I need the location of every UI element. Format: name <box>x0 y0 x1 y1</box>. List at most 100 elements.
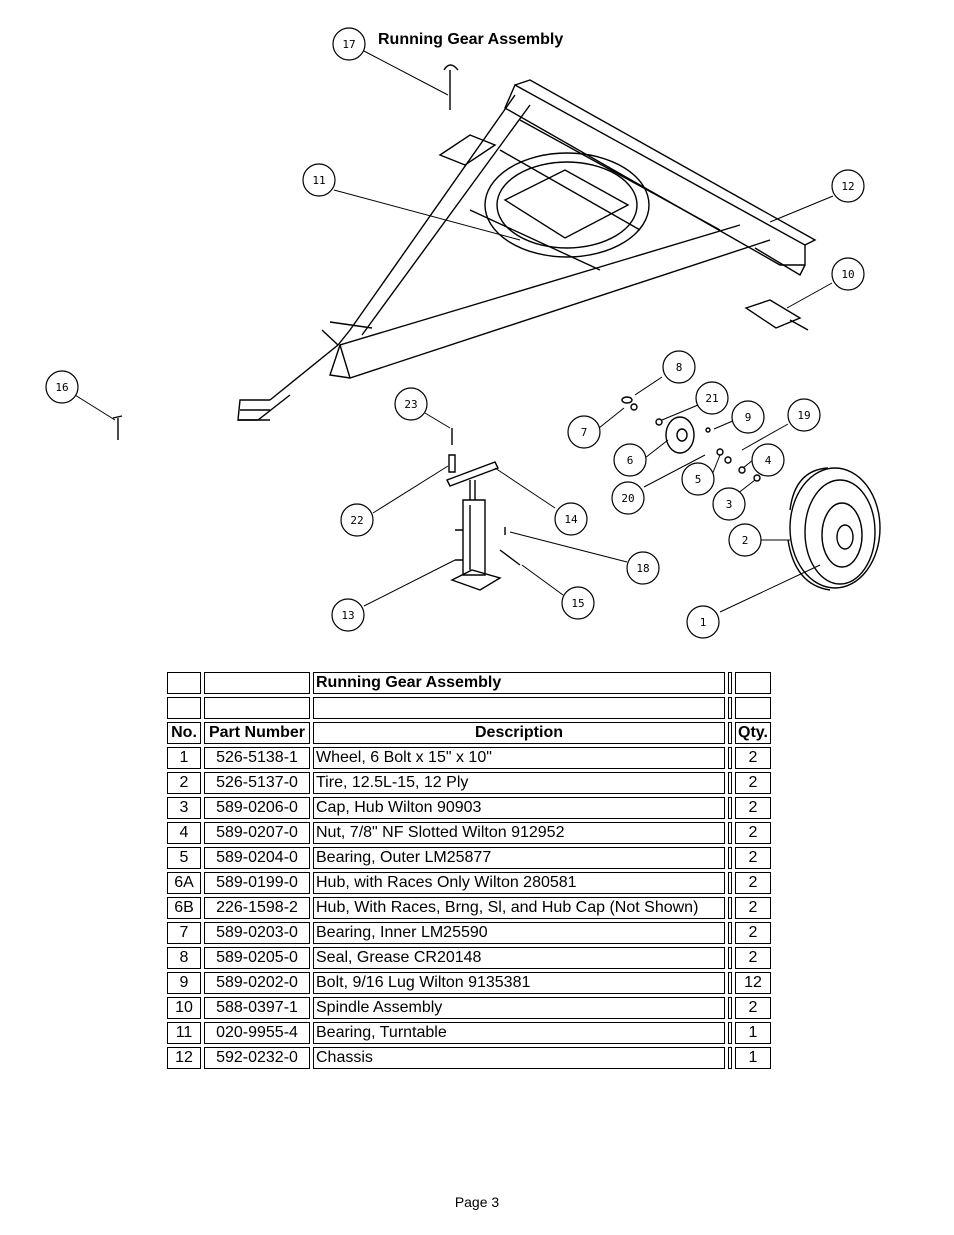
empty-cell <box>728 897 732 919</box>
cell-description: Bolt, 9/16 Lug Wilton 9135381 <box>313 972 725 994</box>
empty-cell <box>728 747 732 769</box>
cell-no: 6A <box>167 872 201 894</box>
cell-no: 6B <box>167 897 201 919</box>
cell-qty: 2 <box>735 922 771 944</box>
cell-description: Cap, Hub Wilton 90903 <box>313 797 725 819</box>
cell-part-number: 588-0397-1 <box>204 997 310 1019</box>
cell-description: Tire, 12.5L-15, 12 Ply <box>313 772 725 794</box>
empty-cell <box>204 697 310 719</box>
chassis-drawing <box>237 79 817 421</box>
callout-13: 13 <box>341 609 354 622</box>
hardware-drawing <box>112 64 881 591</box>
cell-description: Hub, With Races, Brng, Sl, and Hub Cap (… <box>313 897 725 919</box>
cell-no: 1 <box>167 747 201 769</box>
title-row: Running Gear Assembly <box>167 672 771 694</box>
callout-4: 4 <box>765 454 772 467</box>
cell-description: Chassis <box>313 1047 725 1069</box>
cell-description: Nut, 7/8" NF Slotted Wilton 912952 <box>313 822 725 844</box>
callout-15: 15 <box>571 597 584 610</box>
cell-part-number: 589-0205-0 <box>204 947 310 969</box>
callout-12: 12 <box>841 180 854 193</box>
callout-labels: 17 11 12 10 16 8 21 9 19 7 6 4 5 23 3 20… <box>55 38 854 629</box>
cell-part-number: 526-5138-1 <box>204 747 310 769</box>
cell-description: Bearing, Inner LM25590 <box>313 922 725 944</box>
cell-no: 2 <box>167 772 201 794</box>
cell-qty: 2 <box>735 847 771 869</box>
header-part-number: Part Number <box>204 722 310 744</box>
callout-7: 7 <box>581 426 588 439</box>
blank-row <box>167 697 771 719</box>
cell-qty: 2 <box>735 947 771 969</box>
cell-no: 7 <box>167 922 201 944</box>
table-title: Running Gear Assembly <box>313 672 725 694</box>
cell-part-number: 589-0206-0 <box>204 797 310 819</box>
cell-qty: 1 <box>735 1022 771 1044</box>
cell-qty: 1 <box>735 1047 771 1069</box>
empty-cell <box>728 872 732 894</box>
cell-part-number: 526-5137-0 <box>204 772 310 794</box>
callout-19: 19 <box>797 409 810 422</box>
empty-cell <box>728 772 732 794</box>
empty-cell <box>728 697 732 719</box>
header-qty: Qty. <box>735 722 771 744</box>
empty-cell <box>728 922 732 944</box>
empty-cell <box>728 997 732 1019</box>
cell-qty: 2 <box>735 772 771 794</box>
callout-2: 2 <box>742 534 749 547</box>
empty-cell <box>728 1047 732 1069</box>
header-no: No. <box>167 722 201 744</box>
cell-qty: 2 <box>735 822 771 844</box>
callout-16: 16 <box>55 381 68 394</box>
callout-8: 8 <box>676 361 683 374</box>
empty-cell <box>728 1022 732 1044</box>
cell-description: Seal, Grease CR20148 <box>313 947 725 969</box>
cell-part-number: 020-9955-4 <box>204 1022 310 1044</box>
parts-table: Running Gear Assembly No. Part Number De… <box>164 669 774 1072</box>
empty-cell <box>728 847 732 869</box>
callout-circles <box>45 27 865 639</box>
leader-lines <box>74 49 834 613</box>
empty-cell <box>313 697 725 719</box>
callout-10: 10 <box>841 268 854 281</box>
callout-1: 1 <box>700 616 707 629</box>
cell-description: Bearing, Outer LM25877 <box>313 847 725 869</box>
cell-part-number: 589-0204-0 <box>204 847 310 869</box>
cell-part-number: 589-0203-0 <box>204 922 310 944</box>
cell-description: Spindle Assembly <box>313 997 725 1019</box>
callout-6: 6 <box>627 454 634 467</box>
cell-no: 12 <box>167 1047 201 1069</box>
cell-no: 4 <box>167 822 201 844</box>
cell-no: 9 <box>167 972 201 994</box>
empty-cell <box>167 697 201 719</box>
callout-18: 18 <box>636 562 649 575</box>
parts-table-body: Running Gear Assembly No. Part Number De… <box>167 672 771 1069</box>
callout-20: 20 <box>621 492 634 505</box>
callout-21: 21 <box>705 392 718 405</box>
cell-no: 3 <box>167 797 201 819</box>
cell-part-number: 589-0199-0 <box>204 872 310 894</box>
empty-cell <box>728 822 732 844</box>
cell-qty: 2 <box>735 872 771 894</box>
callout-11: 11 <box>312 174 325 187</box>
cell-qty: 2 <box>735 747 771 769</box>
empty-cell <box>728 722 732 744</box>
diagram-title: Running Gear Assembly <box>378 31 564 48</box>
exploded-view-drawing: 17 11 12 10 16 8 21 9 19 7 6 4 5 23 3 20… <box>45 27 881 639</box>
empty-cell <box>204 672 310 694</box>
cell-part-number: 226-1598-2 <box>204 897 310 919</box>
callout-23: 23 <box>404 398 417 411</box>
cell-no: 11 <box>167 1022 201 1044</box>
callout-5: 5 <box>695 473 702 486</box>
